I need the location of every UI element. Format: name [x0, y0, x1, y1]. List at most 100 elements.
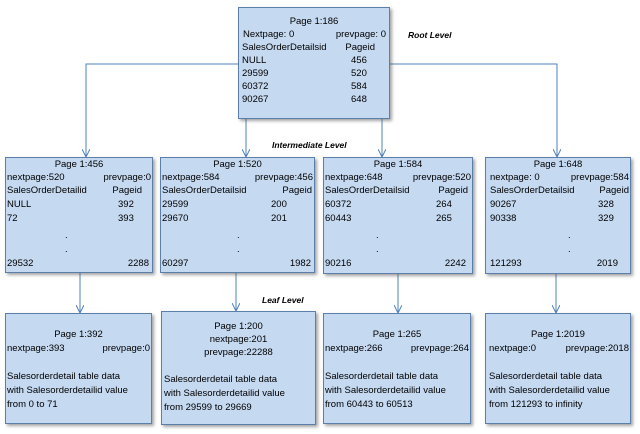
root-to-648-connector [390, 63, 557, 156]
root-page-title: Page 1:186 [289, 16, 339, 27]
root-row-page: 584 [351, 81, 367, 92]
intermediate-row-page: 265 [436, 213, 452, 224]
intermediate-page-node: Page 1:456 nextpage:520 prevpage:0 Sales… [5, 157, 153, 273]
leaf-nextpage: nextpage:0 [489, 343, 537, 354]
ellipsis-dot: . [568, 244, 571, 255]
intermediate-nextpage: nextpage:584 [162, 172, 220, 183]
ellipsis-dot: . [237, 244, 240, 255]
intermediate-page-title: Page 1:648 [533, 159, 583, 170]
intermediate-row-key: 29599 [162, 199, 189, 210]
leaf-description-line: with Salesorderdetailid value [164, 388, 285, 399]
leaf-nextpage: nextpage:266 [325, 343, 383, 354]
ellipsis-dot: . [568, 230, 571, 241]
leaf-description-line: from 60443 to 60513 [325, 399, 413, 410]
leaf-description-line: Salesorderdetail table data [489, 371, 603, 382]
root-prevpage: prevpage: 0 [335, 29, 386, 40]
root-column-key: SalesOrderDetailsid [242, 42, 327, 53]
intermediate-last-key: 121293 [490, 258, 522, 269]
intermediate-page-node: Page 1:584 nextpage:648 prevpage:520 Sal… [323, 157, 473, 274]
leaf-page-title: Page 1:200 [214, 321, 263, 332]
root-to-456-connector [86, 63, 239, 156]
intermediate-row-key: NULL [7, 199, 32, 210]
intermediate-row-page: 328 [598, 199, 614, 210]
intermediate-nextpage: nextpage: 0 [490, 172, 540, 183]
root-column-pageid: Pageid [345, 42, 375, 53]
leaf-description-line: from 0 to 71 [7, 399, 58, 410]
intermediate-page-title: Page 1:584 [373, 159, 423, 170]
intermediate-row-key: 90338 [490, 213, 517, 224]
leaf-prevpage: prevpage:2018 [565, 343, 629, 354]
intermediate-last-key: 29532 [7, 258, 34, 269]
root-page-node: Page 1:186 Nextpage: 0 prevpage: 0 Sales… [238, 7, 390, 119]
intermediate-row-key: 60372 [325, 199, 352, 210]
intermediate-column-pageid: Pageid [438, 185, 468, 196]
leaf-description-line: with Salesorderdetailid value [7, 385, 128, 396]
intermediate-column-key: SalesOrderDetailsid [325, 185, 410, 196]
ellipsis-dot: . [237, 230, 240, 241]
intermediate-column-key: SalesOrderDetailsid [162, 185, 247, 196]
intermediate-last-page: 1982 [289, 258, 311, 269]
leaf-description-line: from 121293 to infinity [489, 399, 583, 410]
intermediate-last-page: 2019 [596, 258, 618, 269]
intermediate-column-key: SalesOrderDetailsid [490, 185, 575, 196]
root-row-page: 648 [351, 94, 367, 105]
intermediate-page-node: Page 1:520 nextpage:584 prevpage:456 Sal… [160, 157, 315, 273]
intermediate-row-page: 264 [436, 199, 452, 210]
root-level-label: Root Level [408, 30, 452, 40]
intermediate-row-page: 201 [271, 213, 287, 224]
ellipsis-dot: . [65, 244, 68, 255]
intermediate-level-label: Intermediate Level [272, 140, 347, 150]
intermediate-row-key: 72 [7, 213, 18, 224]
intermediate-row-key: 29670 [162, 213, 189, 224]
intermediate-page-title: Page 1:520 [213, 159, 262, 170]
intermediate-prevpage: prevpage:456 [254, 172, 313, 183]
intermediate-column-pageid: Pageid [282, 185, 312, 196]
ellipsis-dot: . [65, 230, 68, 241]
intermediate-column-pageid: Pageid [112, 185, 142, 196]
leaf-description-line: with Salesorderdetailid value [325, 385, 446, 396]
intermediate-column-pageid: Pageid [599, 185, 629, 196]
leaf-page-node: Page 1:200 nextpage:201 prevpage:22288 S… [161, 311, 316, 425]
ellipsis-dot: . [376, 230, 379, 241]
intermediate-last-key: 60297 [162, 258, 189, 269]
leaf-description-line: with Salesorderdetailid value [489, 385, 610, 396]
leaf-page-title: Page 1:392 [54, 329, 103, 340]
leaf-page-node: Page 1:265 nextpage:266 prevpage:264 Sal… [323, 313, 471, 424]
leaf-page-title: Page 1:2019 [531, 329, 585, 340]
leaf-prevpage: prevpage:0 [102, 343, 150, 354]
leaf-nextpage: nextpage:201 [209, 334, 268, 345]
intermediate-page-node: Page 1:648 nextpage: 0 prevpage:584 Sale… [485, 157, 631, 274]
intermediate-row-key: 60443 [325, 213, 352, 224]
intermediate-last-page: 2242 [444, 258, 466, 269]
root-nextpage: Nextpage: 0 [243, 29, 295, 40]
root-row-key: 60372 [242, 81, 269, 92]
leaf-description-line: Salesorderdetail table data [325, 371, 439, 382]
intermediate-row-page: 200 [271, 199, 287, 210]
leaf-prevpage: prevpage:22288 [204, 347, 273, 358]
intermediate-page-title: Page 1:456 [54, 159, 104, 170]
leaf-page-node: Page 1:2019 nextpage:0 prevpage:2018 Sal… [485, 313, 631, 424]
leaf-page-node: Page 1:392 nextpage:393 prevpage:0 Sales… [5, 313, 152, 424]
intermediate-row-page: 329 [598, 213, 614, 224]
intermediate-last-page: 2288 [127, 258, 149, 269]
intermediate-nextpage: nextpage:520 [7, 172, 65, 183]
intermediate-column-key: SalesOrderDetailid [7, 185, 87, 196]
leaf-page-title: Page 1:265 [372, 329, 422, 340]
intermediate-last-key: 90216 [325, 258, 352, 269]
leaf-description-line: Salesorderdetail table data [164, 374, 278, 385]
intermediate-nextpage: nextpage:648 [325, 172, 383, 183]
intermediate-row-page: 393 [118, 213, 134, 224]
intermediate-prevpage: prevpage:584 [570, 172, 629, 183]
intermediate-prevpage: prevpage:520 [412, 172, 471, 183]
root-row-page: 520 [351, 68, 367, 79]
leaf-level-label: Leaf Level [262, 295, 304, 305]
root-row-key: 29599 [242, 68, 269, 79]
leaf-description-line: Salesorderdetail table data [7, 371, 121, 382]
root-row-key: 90267 [242, 94, 269, 105]
intermediate-row-page: 392 [118, 199, 134, 210]
leaf-prevpage: prevpage:264 [410, 343, 469, 354]
intermediate-row-key: 90267 [490, 199, 517, 210]
root-row-key: NULL [242, 55, 267, 66]
leaf-description-line: from 29599 to 29669 [164, 402, 252, 413]
